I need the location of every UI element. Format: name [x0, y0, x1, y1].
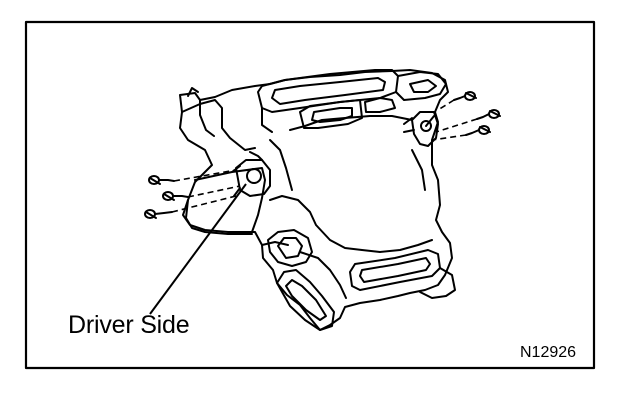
lower-right-duct [349, 249, 456, 299]
screws-right [453, 91, 501, 136]
screw-right-2 [476, 109, 501, 120]
heater-housing [179, 69, 453, 331]
figure-number: N12926 [520, 344, 577, 361]
screws-left [144, 175, 189, 219]
screw-left-3 [144, 209, 173, 219]
driver-side-label: Driver Side [68, 311, 190, 339]
lower-left-duct [276, 269, 335, 331]
round-outlet [267, 229, 313, 267]
callout-leader-line [149, 183, 247, 315]
right-damper-servo [403, 111, 439, 147]
screw-right-3 [465, 125, 491, 136]
screw-left-2 [162, 191, 189, 201]
alignment-lines [171, 99, 478, 213]
screw-left-1 [148, 175, 175, 185]
screw-right-1 [453, 91, 477, 101]
figure-frame [24, 20, 596, 370]
top-duct [257, 69, 447, 133]
